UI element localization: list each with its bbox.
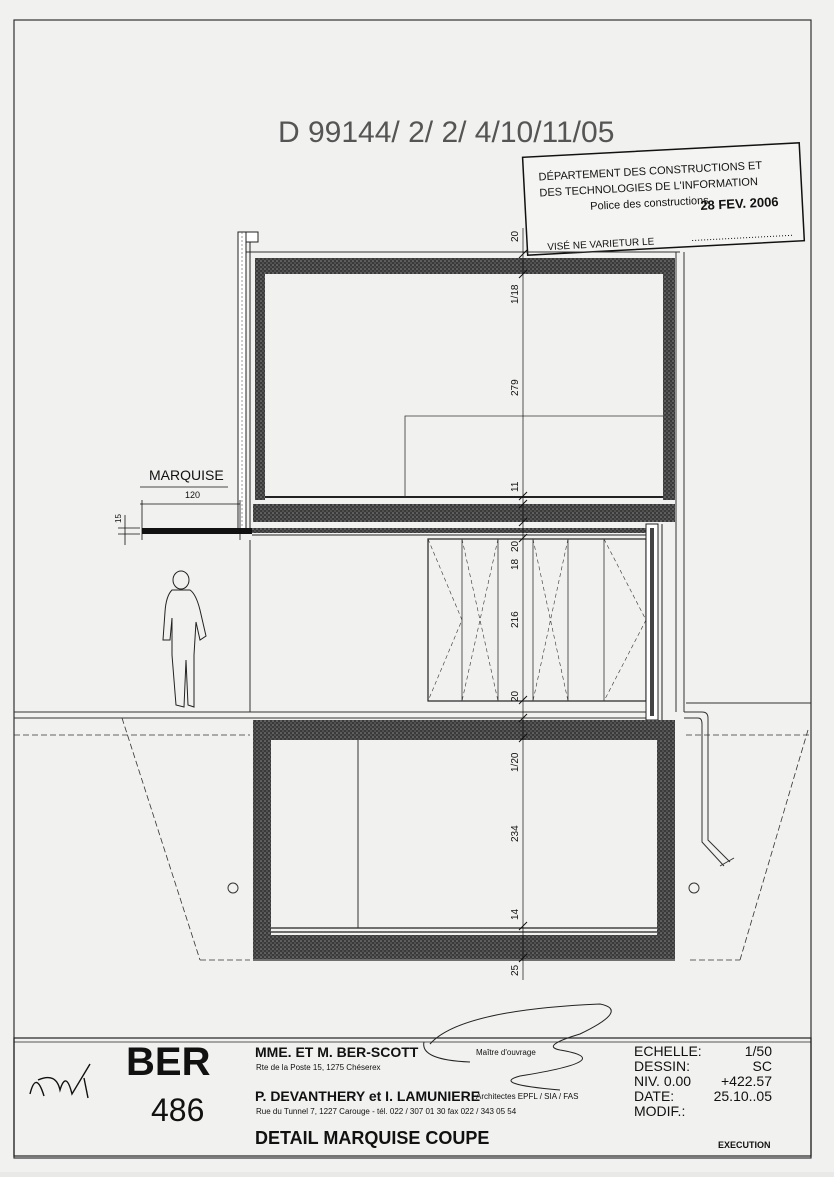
folding-glass-doors	[249, 523, 663, 721]
owner-role: Maître d'ouvrage	[476, 1048, 536, 1057]
field-label: ECHELLE:	[634, 1043, 702, 1059]
basement	[253, 720, 675, 961]
dim-label: 14	[510, 908, 521, 920]
dim-label: 1/18	[510, 284, 521, 304]
dim-label: 18	[510, 558, 521, 570]
architect-name: P. DEVANTHERY et I. LAMUNIERE	[255, 1088, 481, 1104]
stamp-date: 28 FEV. 2006	[700, 194, 779, 213]
ground-line	[14, 702, 811, 961]
dim-label: 1/20	[510, 752, 521, 772]
architect-address: Rue du Tunnel 7, 1227 Carouge - tél. 022…	[256, 1107, 517, 1116]
dim-label: 20	[510, 540, 521, 552]
field-value: 25.10..05	[713, 1088, 772, 1104]
dim-label: 20	[510, 230, 521, 242]
canopy-marquise: MARQUISE 120 15	[114, 467, 652, 545]
field-label: DESSIN:	[634, 1058, 691, 1074]
vertical-dimensions: 20 1/18 279 11 20 18 216 20 1/20 234 14 …	[510, 228, 528, 980]
human-figure-icon	[162, 570, 207, 708]
approval-stamp: DÉPARTEMENT DES CONSTRUCTIONS ET DES TEC…	[521, 142, 806, 256]
field-label: NIV. 0.00	[634, 1073, 692, 1089]
project-code: BER	[126, 1040, 211, 1084]
field-value: +422.57	[721, 1073, 772, 1089]
title-block-frame	[13, 1037, 812, 1157]
architect-signature	[29, 1063, 91, 1099]
project-number: 486	[151, 1092, 205, 1128]
field-value: 1/50	[744, 1043, 772, 1059]
field-label: DATE:	[634, 1088, 675, 1104]
dim-label: 11	[510, 481, 521, 492]
field-label: MODIF.:	[634, 1103, 686, 1119]
dim-label: 216	[510, 611, 521, 628]
canopy-thickness-dim: 15	[114, 514, 123, 523]
canopy-label: MARQUISE	[149, 467, 224, 483]
dim-label: 234	[510, 825, 521, 842]
phase-label: EXECUTION	[718, 1140, 771, 1150]
canopy-length-dim: 120	[185, 490, 200, 500]
architect-role: Architectes EPFL / SIA / FAS	[476, 1092, 579, 1101]
dim-label: 20	[510, 690, 521, 702]
upper-floor	[237, 231, 685, 712]
owner-signature	[423, 1003, 612, 1091]
owner-address: Rte de la Poste 15, 1275 Chéserex	[256, 1063, 381, 1072]
dim-label: 25	[510, 964, 521, 976]
sheet-border	[13, 19, 812, 1159]
reference-number: D 99144/ 2/ 2/ 4/10/11/05	[278, 116, 614, 149]
owner-name: MME. ET M. BER-SCOTT	[255, 1044, 419, 1060]
field-value: SC	[752, 1058, 772, 1074]
dim-label: 279	[510, 379, 521, 396]
drain-pipe	[684, 711, 735, 867]
drawing-title: DETAIL MARQUISE COUPE	[255, 1128, 490, 1148]
